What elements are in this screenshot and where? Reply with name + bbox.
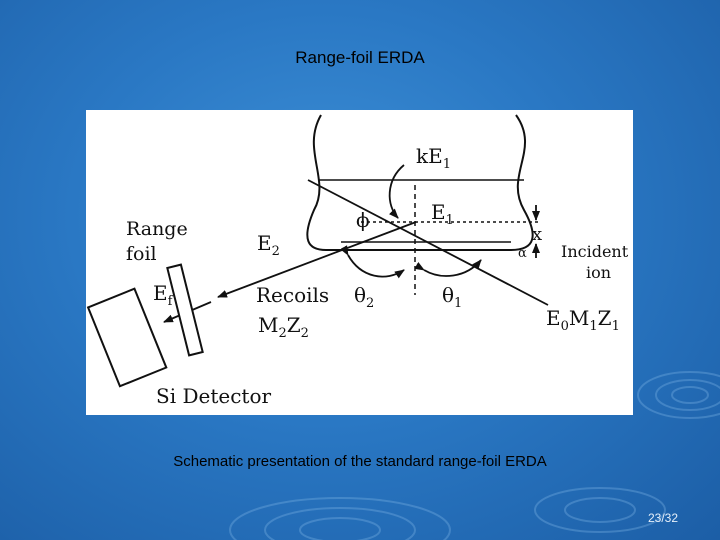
si-detector [86, 287, 168, 388]
label-m2z2: M2Z2 [258, 313, 309, 341]
slide-title: Range-foil ERDA [295, 48, 425, 67]
erda-schematic-svg: kE1 Range foil ϕ E1 x α Incident ion E2 … [86, 114, 629, 408]
page-number: 23/32 [647, 511, 678, 525]
incident-beam [307, 179, 549, 306]
label-alpha: α [518, 246, 527, 261]
sample-outline [306, 114, 534, 251]
theta1-arc [414, 259, 482, 277]
erda-schematic-diagram: kE1 Range foil ϕ E1 x α Incident ion E2 … [86, 110, 633, 415]
theta2-arc [340, 245, 405, 279]
label-x: x [532, 224, 542, 245]
figure-caption: Schematic presentation of the standard r… [173, 453, 547, 470]
label-e1: E1 [431, 200, 454, 228]
label-theta1: θ1 [442, 283, 462, 311]
label-recoils: Recoils [256, 283, 329, 307]
label-ef: Ef [153, 281, 174, 309]
ke1-arrow [388, 164, 405, 219]
range-foil [166, 263, 204, 357]
label-phi: ϕ [356, 208, 370, 232]
label-incident-2: ion [586, 263, 611, 282]
recoil-beam [217, 221, 417, 298]
label-incident: Incident [561, 242, 629, 261]
label-range-foil-2: foil [126, 243, 157, 265]
label-e0m1z1: E0M1Z1 [546, 306, 620, 334]
label-e2: E2 [257, 231, 280, 259]
label-theta2: θ2 [354, 283, 374, 311]
label-ke1: kE1 [416, 144, 451, 172]
label-si-detector: Si Detector [156, 384, 271, 408]
label-range-foil: Range [126, 218, 188, 240]
